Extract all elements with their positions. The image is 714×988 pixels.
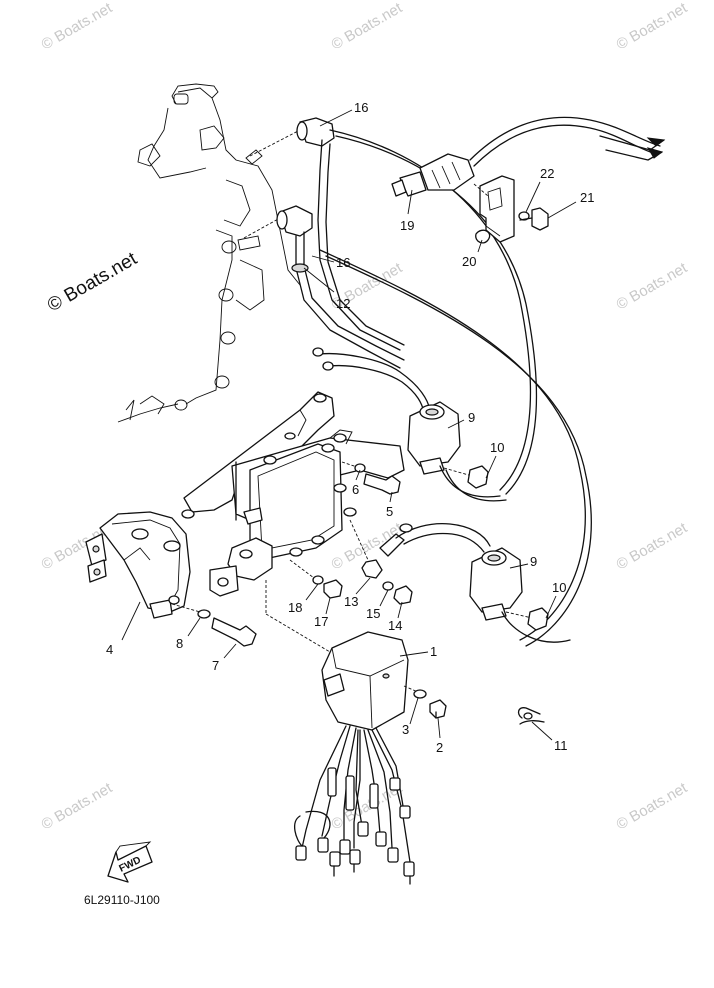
callout-8: 8 [176,636,183,651]
mount-bracket [85,509,195,619]
callout-10: 10 [490,440,504,455]
engine-block-outline [117,83,301,423]
watermark-text: © Boats.net [614,259,691,313]
callout-22: 22 [540,166,554,181]
watermark-text: © Boats.net [329,0,406,53]
callout-2: 2 [436,740,443,755]
callout-20: 20 [462,254,476,269]
watermark-text: © Boats.net [614,0,691,53]
fwd-arrow: FWD [107,841,153,883]
callout-4: 4 [106,642,113,657]
diagram-code: 6L29110-J100 [84,893,160,907]
wire-clip [517,707,545,725]
high-tension-leads [319,129,592,647]
callout-9: 9 [530,554,537,569]
ignition-coil-lower [379,522,571,643]
callout-10: 10 [552,580,566,595]
callout-6: 6 [352,482,359,497]
stop-switch [391,116,666,197]
leader-lines [121,109,577,741]
watermark-main: © Boats.net [44,248,141,316]
watermark-text: © Boats.net [614,519,691,573]
callout-5: 5 [386,504,393,519]
watermark-text: © Boats.net [39,0,116,53]
callout-15: 15 [366,606,380,621]
ignition-coil-upper [312,347,507,502]
cdi-unit [321,631,447,731]
spark-plug-cap-upper [249,117,405,351]
callout-17: 17 [314,614,328,629]
callout-numbers: 16 16 12 19 22 21 20 9 10 6 5 9 10 18 13… [106,100,594,755]
callout-13: 13 [344,594,358,609]
callout-18: 18 [288,600,302,615]
callout-16: 16 [354,100,368,115]
switch-bracket [473,175,549,244]
callout-1: 1 [430,644,437,659]
regulator-box [243,443,357,561]
watermark-text: © Boats.net [614,779,691,833]
callout-11: 11 [554,738,568,753]
callout-19: 19 [400,218,414,233]
cdi-wire-harness [294,725,415,885]
watermark-text: © Boats.net [39,779,116,833]
callout-3: 3 [402,722,409,737]
callout-12: 12 [336,296,350,311]
callout-7: 7 [212,658,219,673]
callout-21: 21 [580,190,594,205]
callout-16: 16 [336,255,350,270]
callout-9: 9 [468,410,475,425]
fasteners [171,461,413,653]
callout-14: 14 [388,618,402,633]
clamp-bracket [209,537,273,597]
spark-plug-cap-lower [243,205,405,369]
